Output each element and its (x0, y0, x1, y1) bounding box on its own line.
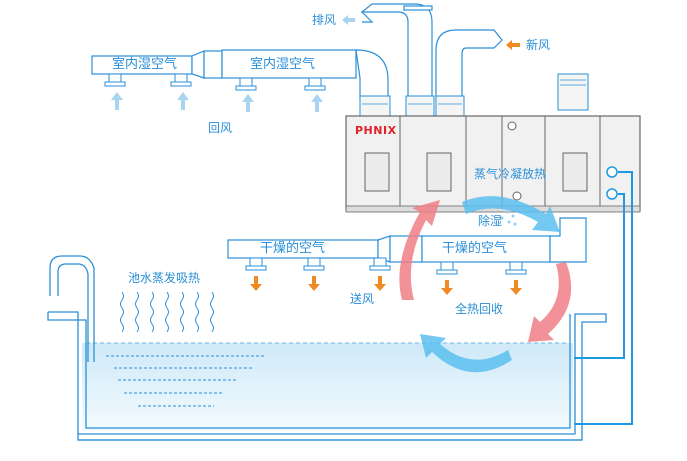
indoor-humid-air-label-2: 室内湿空气 (250, 57, 316, 72)
pool (47, 311, 607, 441)
supply-air-label: 送风 (350, 292, 375, 306)
dehumidify-drops-icon (500, 210, 517, 226)
fresh-air-duct (435, 29, 503, 99)
return-air-arrows (111, 92, 323, 112)
water-ripples (106, 355, 266, 407)
supply-air-duct (227, 217, 587, 275)
brand-logo: PHNIX (355, 124, 397, 137)
pool-ladder (49, 255, 95, 362)
exhaust-label: 排风 (312, 13, 337, 27)
unit-access-doors (364, 152, 588, 192)
sight-glass-icon (507, 121, 517, 131)
fresh-air-arrow-icon (506, 40, 520, 50)
pool-evaporation-label: 池水蒸发吸热 (128, 271, 201, 285)
condensation-heat-label: 蒸气冷凝放热 (474, 167, 547, 181)
pipe-connector-icon (606, 166, 618, 178)
full-heat-recovery-label: 全热回收 (455, 302, 504, 316)
supply-air-arrows (250, 276, 522, 295)
return-air-label: 回风 (208, 121, 233, 135)
evaporation-waves (120, 291, 214, 333)
fan-housings (359, 73, 589, 117)
indoor-humid-air-label-1: 室内湿空气 (112, 57, 178, 72)
dehumidify-label: 除湿 (478, 214, 503, 228)
red-arc-right (528, 262, 572, 342)
pool-water-pipes (574, 171, 633, 425)
dry-air-label-2: 干燥的空气 (442, 241, 508, 256)
dry-air-label-1: 干燥的空气 (260, 241, 326, 256)
pipe-connector-icon (606, 188, 618, 200)
exhaust-arrow-icon (342, 15, 355, 25)
dehumidifier-unit (345, 115, 641, 213)
blue-arc-top (462, 196, 560, 232)
fresh-air-label: 新风 (526, 38, 551, 52)
red-arc-left (399, 200, 440, 300)
blue-arc-bottom (420, 334, 512, 373)
heat-recovery-cycle (399, 196, 572, 373)
